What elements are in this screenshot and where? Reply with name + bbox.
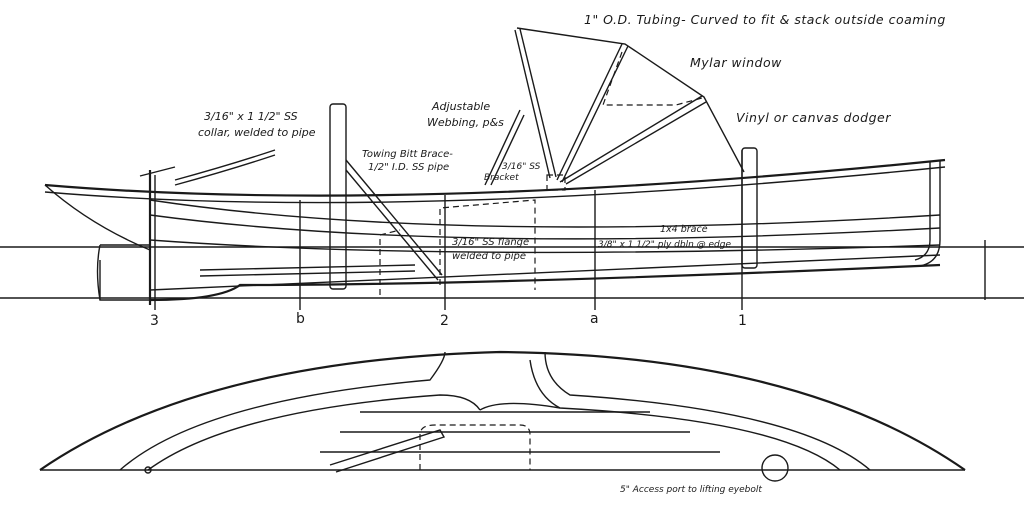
tubing-label: 1" O.D. Tubing- Curved to fit & stack ou… — [584, 12, 946, 27]
mylar-label: Mylar window — [690, 55, 782, 70]
hull-profile — [44, 149, 946, 305]
ply-label: 3/8" x 1 1/2" ply dbln @ edge — [598, 240, 731, 250]
station-2: 2 — [440, 313, 449, 329]
webbing-label-2: Webbing, p&s — [427, 116, 504, 129]
bracket-label-2: Bracket — [484, 173, 519, 183]
dodger-label: Vinyl or canvas dodger — [736, 110, 891, 125]
webbing-label-1: Adjustable — [432, 100, 491, 113]
dodger-frame — [484, 27, 758, 269]
baselines — [0, 240, 1024, 300]
bracket-label-1: 3/16" SS — [502, 162, 541, 172]
flange-label-1: 3/16" SS flange — [452, 237, 530, 248]
brace-label: 1x4 brace — [660, 224, 708, 235]
collar-label-1: 3/16" x 1 1/2" SS — [204, 110, 298, 123]
towing-bitt — [329, 103, 536, 295]
collar-label-2: collar, welded to pipe — [198, 126, 316, 139]
station-a: a — [590, 311, 599, 327]
bitt-label-1: Towing Bitt Brace- — [362, 149, 453, 160]
plan-view — [39, 350, 966, 482]
station-3: 3 — [150, 313, 159, 329]
bitt-label-2: 1/2" I.D. SS pipe — [368, 162, 450, 173]
station-b: b — [296, 311, 305, 327]
access-port-label: 5" Access port to lifting eyebolt — [620, 485, 762, 495]
station-1: 1 — [738, 313, 747, 329]
flange-label-2: welded to pipe — [452, 251, 526, 262]
